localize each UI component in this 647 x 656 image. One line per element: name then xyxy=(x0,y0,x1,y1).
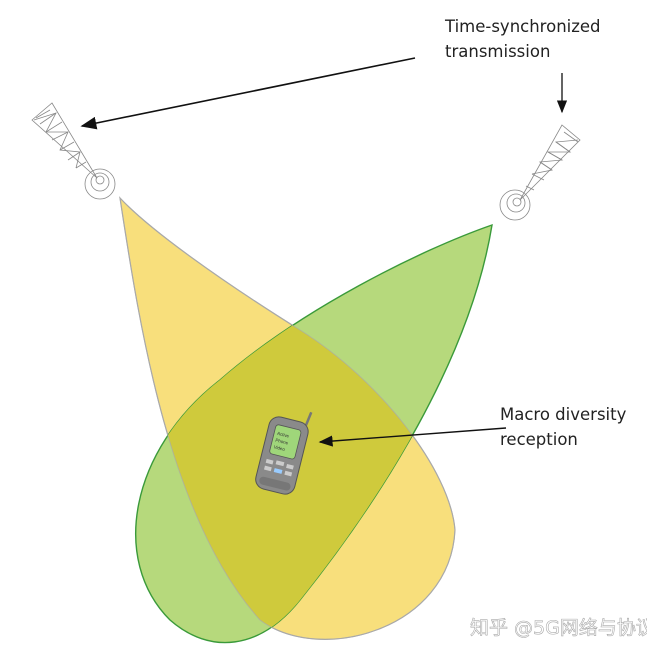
reception-label-line2: reception xyxy=(500,430,578,449)
transmission-arrow-left xyxy=(80,57,416,130)
reception-arrow xyxy=(318,427,507,447)
cell-tower-right-icon xyxy=(499,124,581,221)
mobile-phone-icon: Active Phone Video xyxy=(255,411,313,495)
svg-text:Video: Video xyxy=(273,444,286,452)
svg-text:Active: Active xyxy=(277,431,291,439)
cell-tower-left-icon xyxy=(31,102,116,200)
watermark: 知乎 @5G网络与协议 xyxy=(470,617,647,639)
transmission-label-line1: Time-synchronized xyxy=(444,17,601,36)
reception-label-line1: Macro diversity xyxy=(500,405,627,424)
svg-text:Phone: Phone xyxy=(275,438,289,446)
transmission-label-line2: transmission xyxy=(445,42,550,61)
